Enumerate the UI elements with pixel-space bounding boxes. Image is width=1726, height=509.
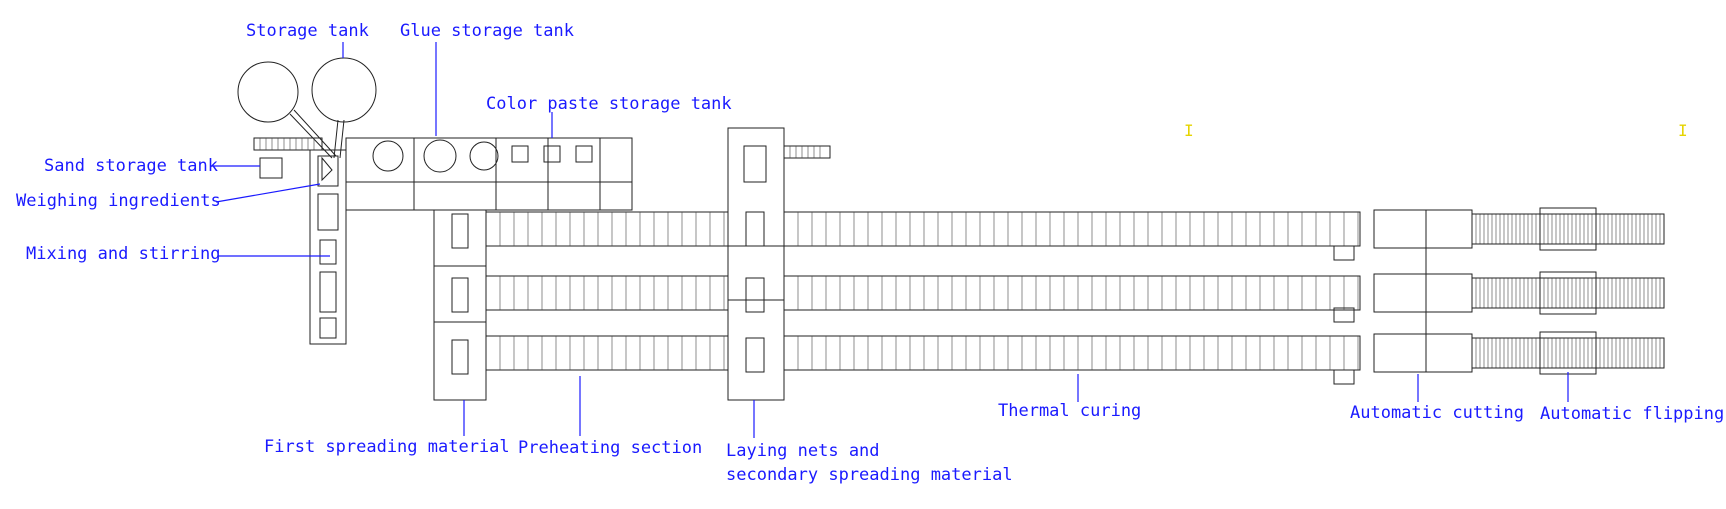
cutter-2 [1373, 273, 1473, 313]
label-mixing-and-stirring: Mixing and stirring [26, 244, 220, 264]
marker-1: I [1184, 121, 1194, 140]
flipper-2 [1539, 271, 1597, 315]
label-preheating-section: Preheating section [518, 438, 702, 458]
label-color-paste-storage-tank: Color paste storage tank [486, 94, 732, 114]
cutter-3 [1373, 333, 1473, 373]
glue-tank-1 [372, 140, 404, 172]
feed-conveyor [253, 137, 323, 151]
glue-tank-3 [469, 141, 499, 171]
equipment-drawing [237, 57, 1665, 401]
label-sand-storage-tank: Sand storage tank [44, 156, 218, 176]
tank-platform [345, 137, 633, 211]
line-1 [485, 211, 1361, 247]
glue-tank-2 [423, 139, 457, 173]
cutter-1 [1373, 209, 1473, 249]
label-laying-nets-line1: Laying nets and [726, 441, 880, 461]
label-laying-nets-line2: secondary spreading material [726, 465, 1013, 485]
line-3 [485, 335, 1361, 371]
label-storage-tank: Storage tank [246, 21, 369, 41]
color-tank-1 [511, 145, 529, 163]
labels: Storage tank Glue storage tank Color pas… [16, 21, 1724, 485]
mixing-column [309, 149, 347, 345]
label-automatic-cutting: Automatic cutting [1350, 403, 1524, 423]
laying-nets-column [727, 127, 785, 401]
label-first-spreading-material: First spreading material [264, 437, 510, 457]
color-tank-3 [575, 145, 593, 163]
label-automatic-flipping: Automatic flipping [1540, 404, 1724, 424]
storage-tank-2 [311, 57, 377, 123]
flipper-1 [1539, 207, 1597, 251]
label-weighing-ingredients: Weighing ingredients [16, 191, 221, 211]
label-glue-storage-tank: Glue storage tank [400, 21, 574, 41]
label-thermal-curing: Thermal curing [998, 401, 1141, 421]
first-spreading-column [433, 209, 487, 401]
marker-2: I [1678, 121, 1688, 140]
storage-tank-1 [237, 61, 299, 123]
sand-storage-box [259, 157, 283, 179]
leader-lines [212, 42, 1569, 438]
color-tank-2 [543, 145, 561, 163]
line-2 [485, 275, 1361, 311]
